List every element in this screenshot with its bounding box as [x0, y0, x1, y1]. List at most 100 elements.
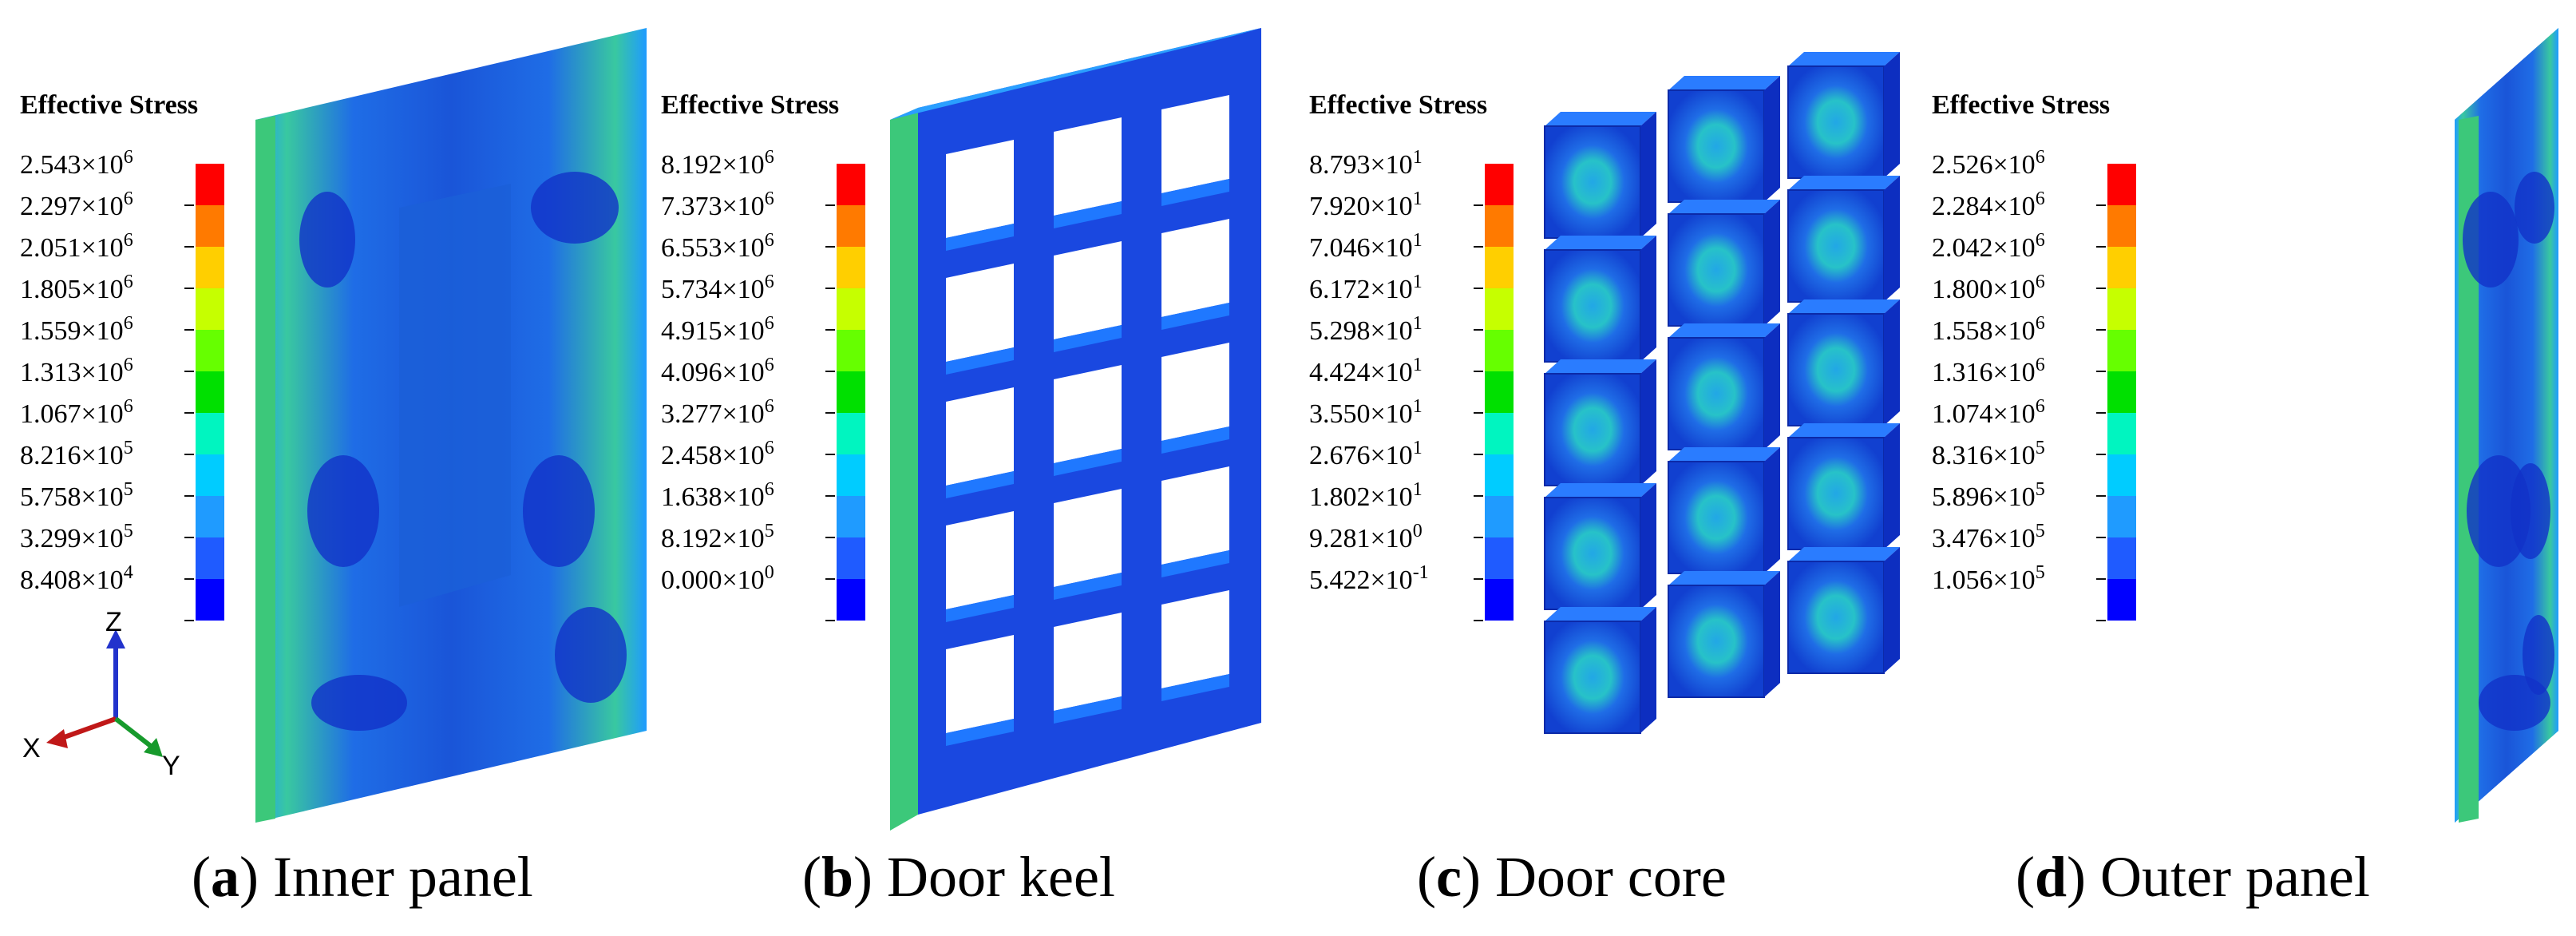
legend-tick-label: 7.373×106 — [661, 188, 774, 221]
caption-door-keel: (b) Door keel — [802, 845, 1115, 909]
tick-exponent: 1 — [1413, 313, 1423, 334]
keel-opening — [946, 635, 1014, 733]
y-arrowhead — [144, 738, 163, 757]
legend-tick-label: 8.793×101 — [1309, 147, 1423, 180]
tick-mantissa: 7.373 — [661, 192, 722, 221]
tick-exponent: 6 — [124, 272, 133, 292]
legend-tick-label: 8.192×106 — [661, 147, 774, 180]
tick-exponent: 6 — [765, 230, 774, 251]
legend-tick-label: 2.051×106 — [20, 230, 133, 263]
colorbar-segment — [2107, 537, 2136, 579]
tick-mantissa: 5.758 — [20, 482, 81, 512]
colorbar-segment — [837, 205, 865, 247]
colorbar-segment — [1485, 537, 1514, 579]
tick-exponent: 6 — [765, 479, 774, 500]
core-block-face — [1544, 621, 1641, 734]
legend-tick-label: 2.297×106 — [20, 188, 133, 221]
keel-crossbar-face — [1161, 550, 1229, 577]
tick-exponent: 5 — [2036, 438, 2045, 458]
keel-opening — [1161, 219, 1229, 317]
colorbar-segment — [1485, 579, 1514, 621]
inner-panel-plot — [255, 28, 647, 823]
tick-mantissa: 2.051 — [20, 233, 81, 263]
legend-tick-label: 1.074×106 — [1932, 396, 2045, 429]
outer-panel-edge — [2459, 116, 2479, 823]
caption-text-d: Outer panel — [2086, 845, 2370, 909]
legend-title-a: Effective Stress — [20, 90, 198, 120]
tick-exponent: 5 — [2036, 479, 2045, 500]
colorbar-segment — [1485, 413, 1514, 454]
tick-exponent: 6 — [124, 313, 133, 334]
tick-exponent: 1 — [1413, 396, 1423, 417]
caption-letter-c: c — [1436, 845, 1462, 909]
colorbar-segment — [196, 205, 224, 247]
colorbar-segment — [837, 330, 865, 371]
axis-triad: Z X Y — [22, 607, 180, 781]
colorbar-segment — [196, 413, 224, 454]
inner-panel-blob — [307, 455, 379, 567]
core-block-face — [1544, 249, 1641, 363]
core-block-face — [1544, 373, 1641, 486]
core-block-top — [1545, 112, 1656, 126]
door-keel-plot — [890, 28, 1261, 831]
legend-tick-label: 4.915×106 — [661, 313, 774, 346]
core-block-side — [1764, 200, 1780, 326]
tick-exponent: 1 — [1413, 355, 1423, 375]
tick-exponent: 6 — [124, 396, 133, 417]
core-block-top — [1545, 607, 1656, 621]
legend-tick-label: 3.277×106 — [661, 396, 774, 429]
tick-mantissa: 5.896 — [1932, 482, 1993, 512]
keel-crossbar-face — [1161, 674, 1229, 701]
core-block-top — [1668, 571, 1780, 585]
legend-tick-label: 4.424×101 — [1309, 355, 1423, 387]
keel-openings — [946, 95, 1229, 746]
tick-mantissa: 6.172 — [1309, 275, 1371, 304]
keel-opening — [946, 264, 1014, 362]
inner-panel-blob — [555, 607, 627, 703]
legend-tick-label: 5.298×101 — [1309, 313, 1423, 346]
tick-mantissa: 1.559 — [20, 316, 81, 346]
inner-panel-blob — [299, 192, 355, 288]
core-block-side — [1884, 176, 1900, 302]
core-block-top — [1545, 359, 1656, 374]
caption-text-a: Inner panel — [259, 845, 533, 909]
colorbar-segment — [837, 413, 865, 454]
legend-tick-label: 1.067×106 — [20, 396, 133, 429]
tick-exponent: 6 — [124, 188, 133, 209]
tick-mantissa: 1.805 — [20, 275, 81, 304]
colorbar-segment — [837, 537, 865, 579]
tick-exponent: 6 — [2036, 272, 2045, 292]
legend-tick-label: 1.316×106 — [1932, 355, 2045, 387]
core-block-face — [1668, 213, 1765, 327]
core-block-side — [1884, 547, 1900, 673]
core-block-side — [1764, 571, 1780, 697]
tick-exponent: 6 — [765, 438, 774, 458]
legend-tick-label: 5.734×106 — [661, 272, 774, 304]
legend-tick-label: 1.638×106 — [661, 479, 774, 512]
keel-opening — [946, 387, 1014, 486]
tick-mantissa: 2.543 — [20, 150, 81, 180]
keel-crossbar-face — [946, 471, 1014, 498]
keel-crossbar-face — [946, 595, 1014, 622]
colorbar-segment — [196, 579, 224, 621]
tick-mantissa: 1.800 — [1932, 275, 1993, 304]
inner-panel-blob — [311, 675, 407, 731]
keel-crossbar-face — [1161, 303, 1229, 330]
tick-exponent: 5 — [124, 438, 133, 458]
legend-tick-label: 2.543×106 — [20, 147, 133, 180]
tick-mantissa: 1.316 — [1932, 358, 1993, 387]
colorbar-segment — [837, 496, 865, 537]
core-block-side — [1640, 607, 1656, 733]
keel-crossbar-face — [1161, 426, 1229, 454]
core-block-top — [1788, 52, 1900, 66]
tick-exponent: 1 — [1413, 147, 1423, 168]
core-block-side — [1640, 112, 1656, 238]
legend-tick-label: 9.281×100 — [1309, 521, 1423, 553]
keel-opening — [1161, 95, 1229, 193]
keel-crossbar-face — [946, 224, 1014, 251]
colorbar-segment — [2107, 371, 2136, 413]
